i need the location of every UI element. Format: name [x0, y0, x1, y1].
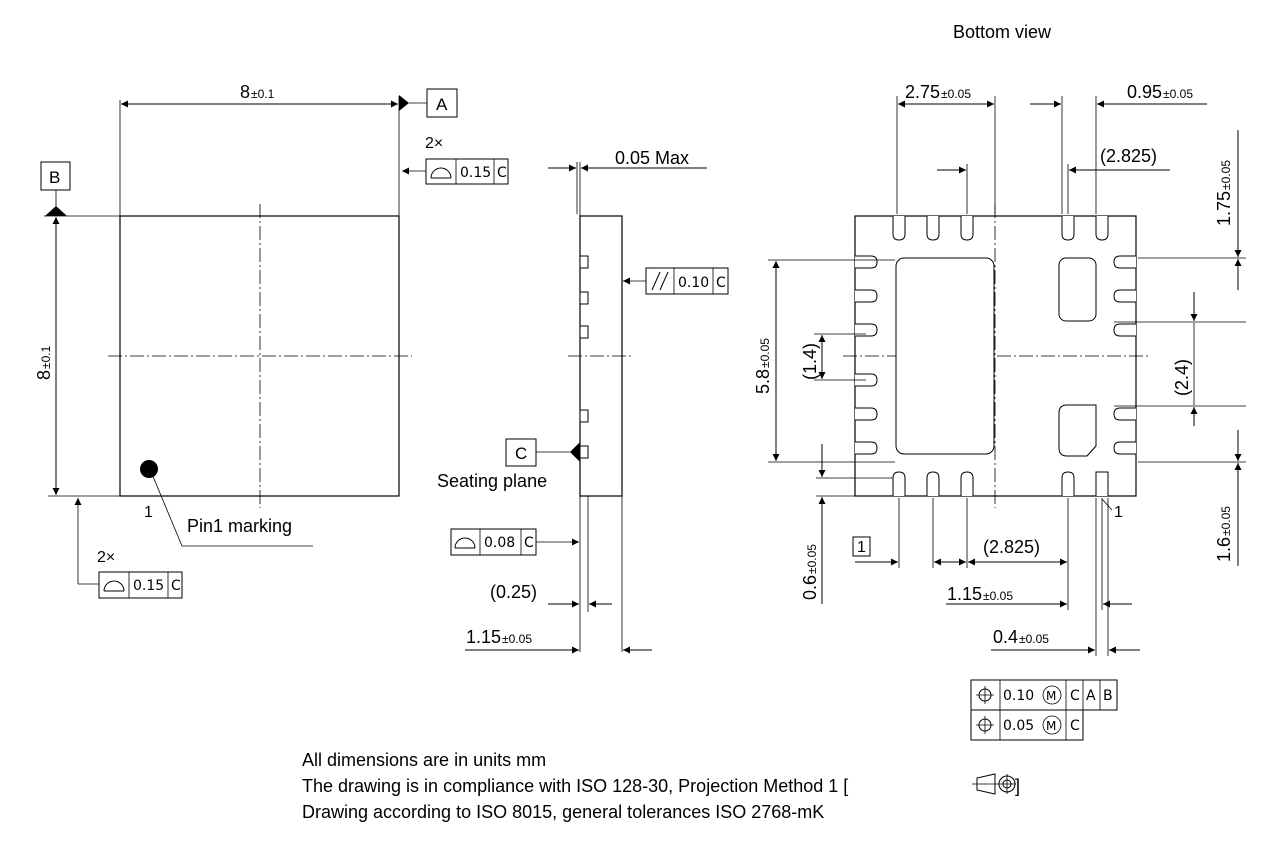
dim-left-ref: (1.4)	[800, 343, 820, 380]
notes: All dimensions are in units mm The drawi…	[302, 750, 1020, 822]
datum-c-label: C	[515, 444, 527, 463]
profile-callout-top-count: 2×	[425, 135, 443, 152]
svg-text:1: 1	[857, 539, 866, 556]
dim-left-bottom: 0.6±0.05	[800, 544, 820, 600]
side-max-label: 0.05 Max	[615, 148, 689, 168]
note-projection: The drawing is in compliance with ISO 12…	[302, 776, 848, 796]
dim-right-top: 1.75±0.05	[1214, 160, 1234, 226]
thickness-value: 1.15±0.05	[466, 627, 532, 647]
standoff-value: (0.25)	[490, 582, 537, 602]
pin1-marking-label: Pin1 marking	[187, 516, 292, 536]
svg-text:0.08: 0.08	[484, 535, 515, 551]
parallelism-icon	[651, 271, 661, 291]
bottom-right-terminals	[1113, 255, 1136, 455]
profile-surface-icon	[430, 167, 452, 179]
bottom-view-title: Bottom view	[953, 22, 1052, 42]
svg-text:C: C	[497, 165, 507, 181]
datum-a-label: A	[436, 95, 448, 114]
bottom-view: 2.75±0.05 0.95±0.05 (2.825) 1.75±0.05 (2…	[753, 82, 1246, 741]
svg-text:C: C	[716, 275, 726, 291]
top-height-value: 8±0.1	[34, 345, 54, 380]
exposed-pad-main	[895, 257, 995, 455]
svg-text:M: M	[1046, 689, 1056, 703]
dim-bottom-pitch: 1.15±0.05	[947, 584, 1013, 604]
datum-b-label: B	[49, 168, 60, 187]
svg-text:M: M	[1046, 719, 1056, 733]
side-view: 0.05 Max 0.10 C C Seating plane 0.08 C	[437, 148, 729, 654]
profile-tolerance-frame-bottom: 0.15 C	[98, 571, 183, 599]
dim-top-left: 2.75±0.05	[905, 82, 971, 102]
dim-left-height: 5.8±0.05	[753, 338, 773, 394]
datum-b-box	[40, 161, 71, 191]
dim-right-mid: (2.4)	[1172, 359, 1192, 396]
bottom-left-terminals	[855, 255, 878, 455]
position-tolerance-frame-1: 0.10 M C A B	[970, 679, 1118, 711]
side-view-terminals	[579, 255, 589, 459]
profile-surface-icon	[103, 580, 125, 592]
top-pin1-number: 1	[144, 504, 153, 521]
svg-text:0.15: 0.15	[460, 165, 491, 181]
seating-plane-label: Seating plane	[437, 471, 547, 491]
svg-text:C: C	[171, 578, 181, 594]
exposed-pad-upper	[1058, 257, 1097, 322]
profile-callout-bottom-count: 2×	[97, 549, 115, 566]
datum-c-triangle	[570, 442, 580, 462]
bottom-bottom-terminals	[892, 471, 1109, 496]
svg-text:B: B	[1103, 688, 1113, 704]
dim-top-right: 0.95±0.05	[1127, 82, 1193, 102]
surface-profile-tolerance-frame: 0.08 C	[450, 528, 537, 556]
note-projection-suffix: ]	[1015, 776, 1020, 796]
dim-bottom-ref: (2.825)	[983, 537, 1040, 557]
exposed-pad-lower	[1058, 404, 1097, 457]
top-width-value: 8±0.1	[240, 82, 275, 102]
dim-top-ref: (2.825)	[1100, 146, 1157, 166]
dim-right-bottom: 1.6±0.05	[1214, 506, 1234, 562]
projection-method-icon	[972, 773, 1016, 795]
parallelism-tolerance-frame: 0.10 C	[645, 267, 729, 295]
bottom-box-label	[852, 536, 871, 557]
svg-text:0.15: 0.15	[133, 578, 164, 594]
datum-a-triangle	[399, 95, 409, 111]
top-view: 8±0.1 A 2× 0.15 C B 8±0.1 1 Pin1 m	[34, 82, 509, 599]
pin1-dot-marker	[140, 460, 158, 478]
svg-text:0.05: 0.05	[1003, 718, 1034, 734]
svg-text:A: A	[1086, 688, 1096, 704]
bottom-top-terminals	[892, 216, 1109, 241]
bottom-pin1-label: 1	[1114, 504, 1123, 521]
datum-c-box	[505, 438, 537, 467]
note-tolerances: Drawing according to ISO 8015, general t…	[302, 802, 824, 822]
svg-text:C: C	[1070, 718, 1080, 734]
svg-text:C: C	[524, 535, 534, 551]
note-units: All dimensions are in units mm	[302, 750, 546, 770]
svg-text:C: C	[1070, 688, 1080, 704]
datum-b-triangle	[45, 206, 67, 216]
dim-bottom-width: 0.4±0.05	[993, 627, 1049, 647]
profile-surface-icon	[454, 537, 476, 549]
datum-a-box	[426, 88, 458, 118]
position-tolerance-frame-2: 0.05 M C	[970, 709, 1084, 741]
svg-text:0.10: 0.10	[678, 275, 709, 291]
profile-tolerance-frame-top: 0.15 C	[402, 158, 509, 185]
svg-text:0.10: 0.10	[1003, 688, 1034, 704]
